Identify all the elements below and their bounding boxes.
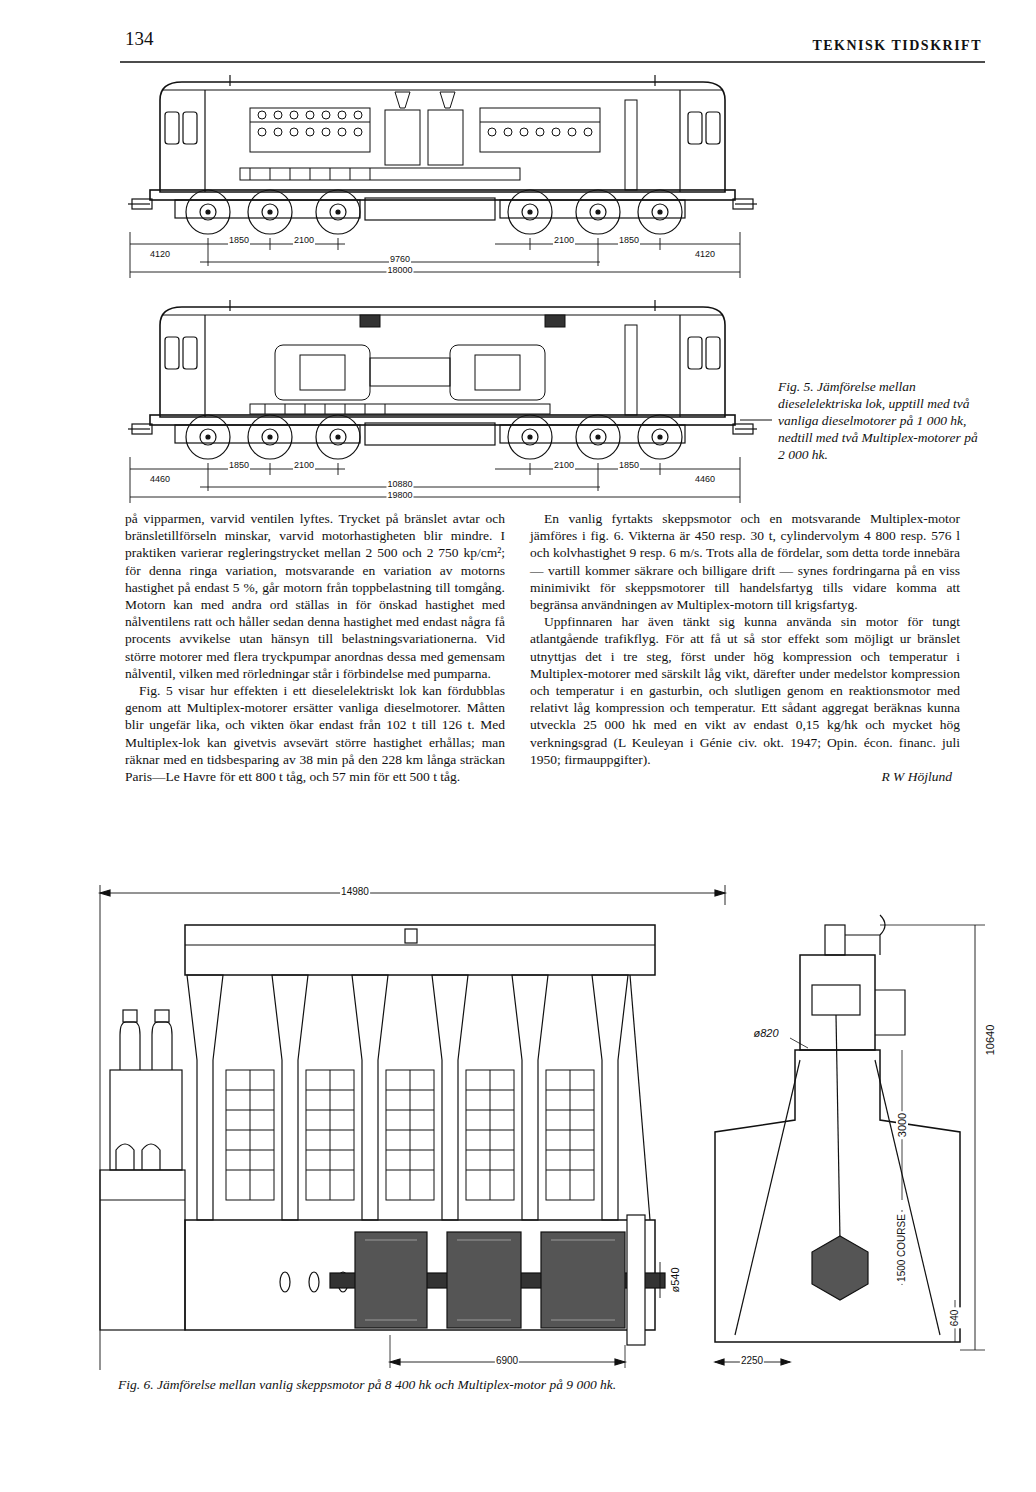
dimension: 2100 xyxy=(293,235,315,245)
dimension: 4460 xyxy=(694,474,716,484)
figure-caption: Fig. 5. Jämförelse mellan dieselelektris… xyxy=(778,378,983,463)
dimension: 2100 xyxy=(553,460,575,470)
body-paragraph: En vanlig fyrtakts skeppsmotor och en mo… xyxy=(530,510,960,613)
dimension: 4460 xyxy=(149,474,171,484)
text-column: En vanlig fyrtakts skeppsmotor och en mo… xyxy=(530,510,960,785)
dimension: 1850 xyxy=(618,460,640,470)
dimension: 18000 xyxy=(386,265,413,275)
dimension: 10880 xyxy=(386,479,413,489)
journal-title: TEKNISK TIDSKRIFT xyxy=(780,38,982,54)
dimension: 640 xyxy=(949,1308,961,1329)
dimension: 4120 xyxy=(694,249,716,259)
dimension: 2100 xyxy=(293,460,315,470)
text-column: på vipparmen, varvid ventilen lyftes. Tr… xyxy=(125,510,505,785)
dimension: ø820 xyxy=(752,1028,779,1038)
dimension: 19800 xyxy=(386,490,413,500)
dimension: ø540 xyxy=(669,1265,681,1294)
dimension: 1500 COURSE xyxy=(896,1212,908,1284)
dimension: 1850 xyxy=(618,235,640,245)
dimension: 9760 xyxy=(389,254,411,264)
body-paragraph: Fig. 5 visar hur effekten i ett dieselel… xyxy=(125,682,505,785)
dimension: 3000 xyxy=(896,1111,908,1139)
author-signature: R W Höjlund xyxy=(530,768,960,785)
dimension: 4120 xyxy=(149,249,171,259)
dimension: 2100 xyxy=(553,235,575,245)
body-paragraph: på vipparmen, varvid ventilen lyftes. Tr… xyxy=(125,510,505,682)
dimension: 10640 xyxy=(984,1023,996,1058)
body-paragraph: Uppfinnaren har även tänkt sig kunna anv… xyxy=(530,613,960,768)
figure-caption: Fig. 6. Jämförelse mellan vanlig skeppsm… xyxy=(118,1376,938,1393)
dimension: 14980 xyxy=(340,887,370,897)
dimension: 6900 xyxy=(495,1356,519,1366)
dimension: 2250 xyxy=(740,1356,764,1366)
dimension: 1850 xyxy=(228,235,250,245)
page-number: 134 xyxy=(125,28,154,50)
dimension: 1850 xyxy=(228,460,250,470)
